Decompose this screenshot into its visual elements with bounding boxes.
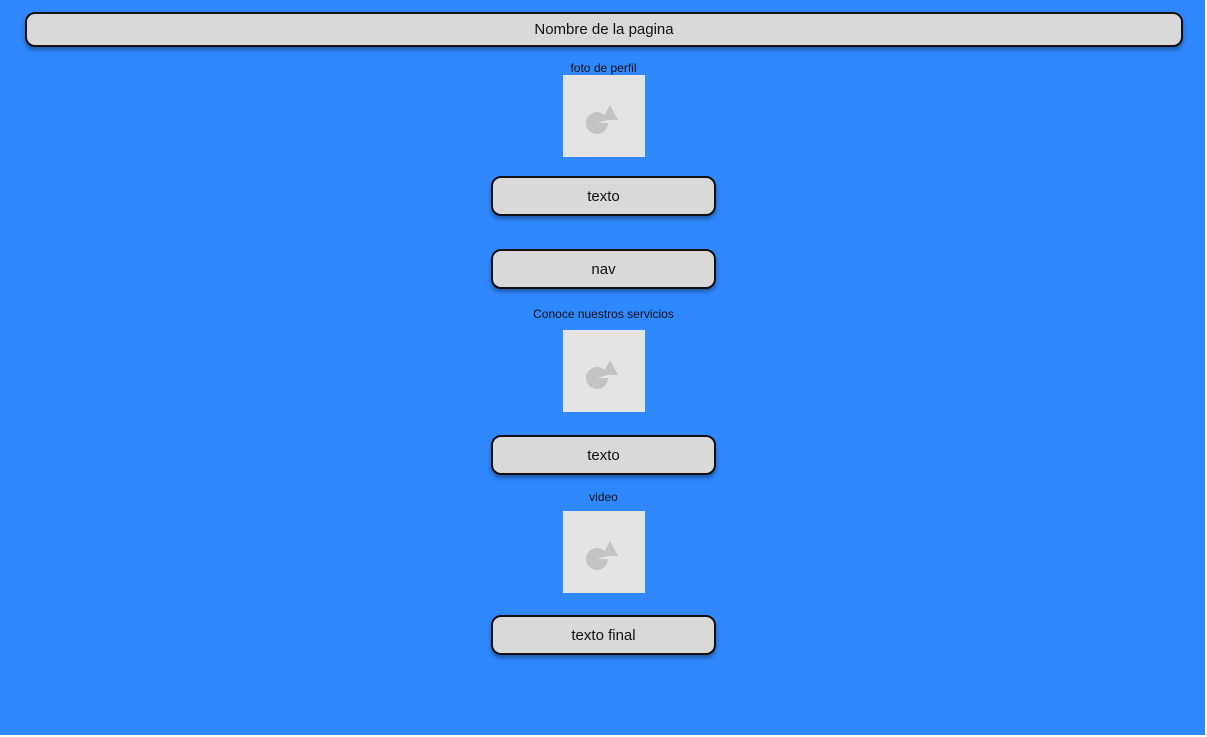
image-placeholder-icon (586, 541, 618, 570)
text-button-2[interactable]: texto (491, 435, 716, 475)
services-image-placeholder (563, 330, 645, 412)
image-placeholder-icon (586, 360, 618, 389)
page-title: Nombre de la pagina (534, 21, 674, 38)
text-button-1[interactable]: texto (491, 176, 716, 216)
page-title-box[interactable]: Nombre de la pagina (25, 12, 1183, 47)
video-caption: video (589, 490, 618, 504)
text-button-2-label: texto (587, 446, 620, 464)
text-button-1-label: texto (587, 187, 620, 205)
profile-photo-caption: foto de perfil (570, 61, 637, 75)
profile-photo-placeholder (563, 75, 645, 157)
final-text-button-label: texto final (571, 626, 636, 644)
image-placeholder-icon (586, 105, 618, 134)
nav-button[interactable]: nav (491, 249, 716, 289)
services-caption: Conoce nuestros servicios (533, 307, 674, 321)
video-placeholder (563, 511, 645, 593)
final-text-button[interactable]: texto final (491, 615, 716, 655)
nav-button-label: nav (591, 260, 616, 278)
